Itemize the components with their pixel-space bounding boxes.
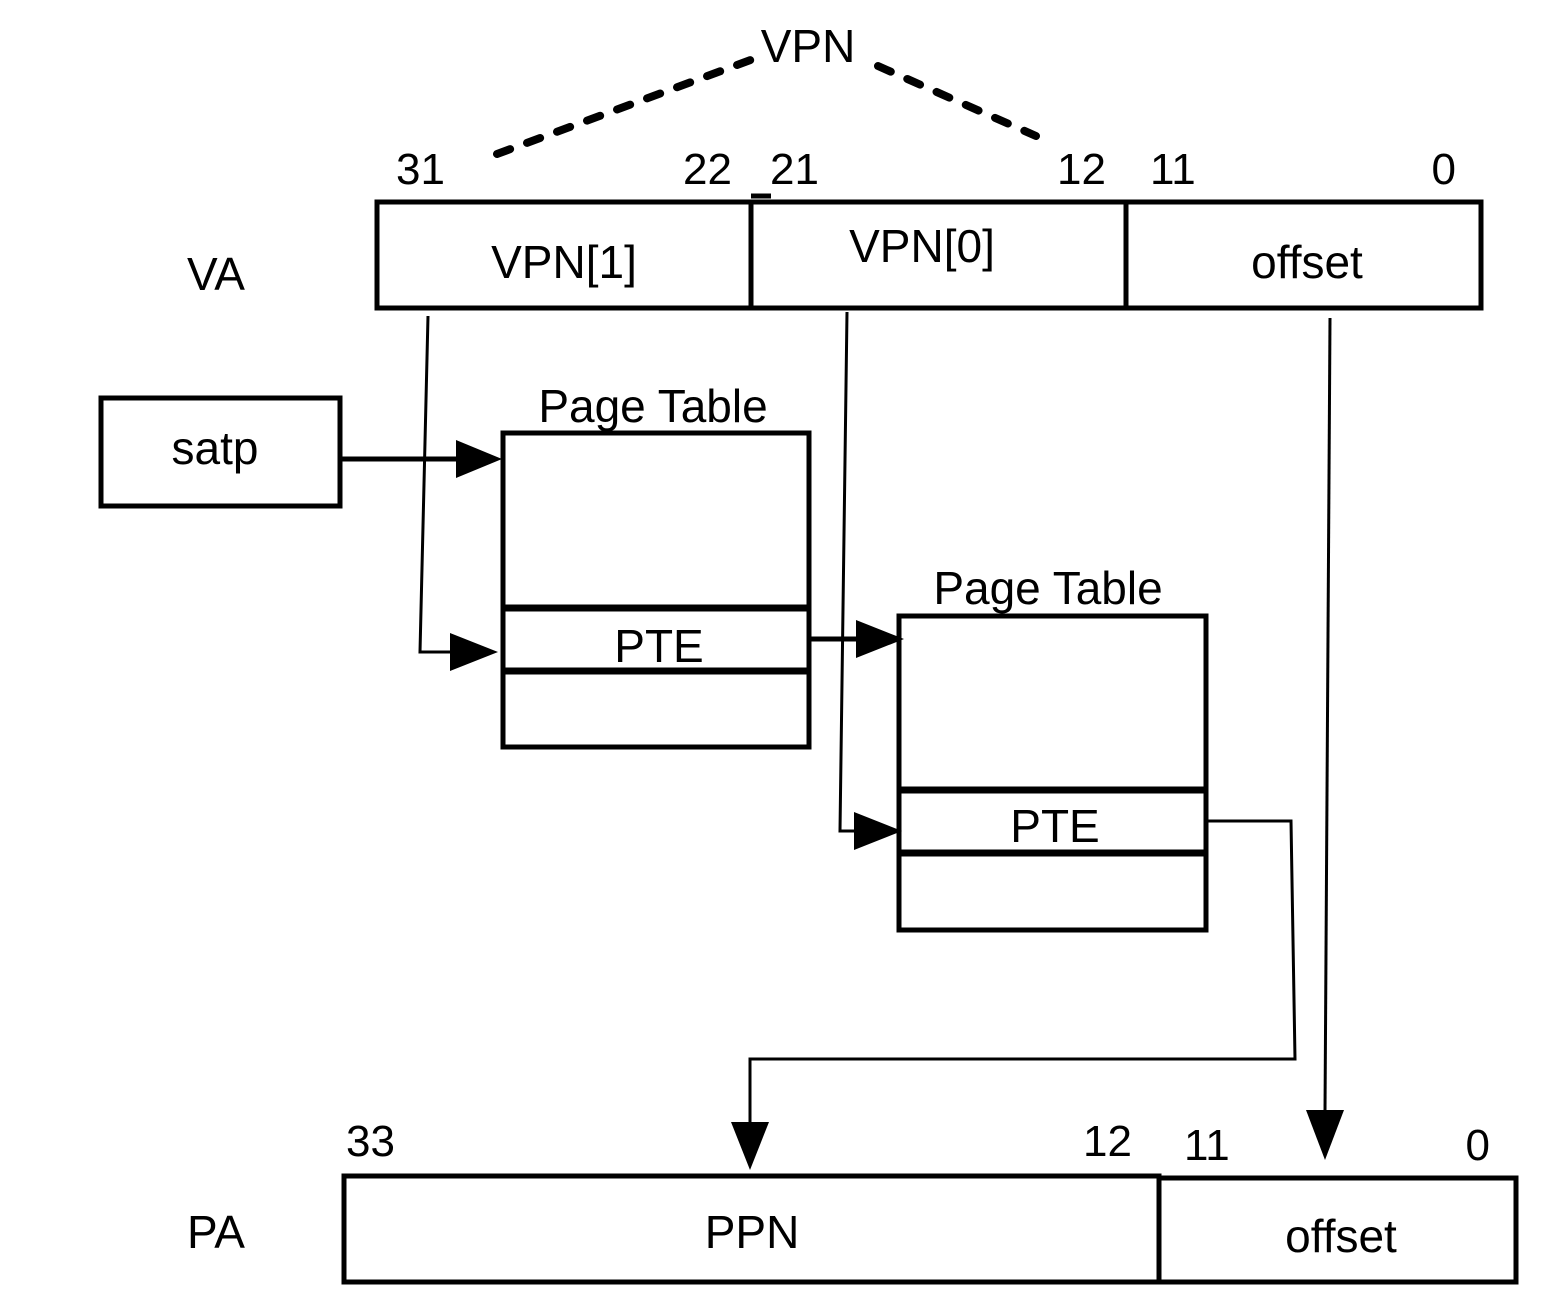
va-bit-31: 31 [396, 145, 445, 194]
pa-label: PA [187, 1206, 245, 1258]
pa-ppn-label: PPN [705, 1206, 800, 1258]
page-table-1-pte-label: PTE [614, 620, 703, 672]
vpn-label: VPN [761, 20, 856, 72]
va-vpn1-label: VPN[1] [491, 236, 637, 288]
satp-label: satp [172, 422, 259, 474]
va-bit-11: 11 [1150, 145, 1196, 194]
va-bit-22: 22 [683, 145, 732, 194]
offset-passthrough-arrow [1306, 317, 1344, 1160]
page-table-2-pte-label: PTE [1010, 800, 1099, 852]
pa-register [341, 1173, 1519, 1285]
va-offset-label: offset [1251, 236, 1363, 288]
pa-bit-11: 11 [1184, 1121, 1230, 1170]
page-table-2 [896, 613, 1209, 933]
pte-to-page-table-arrow [809, 620, 904, 658]
vpn0-index-arrow [838, 311, 902, 850]
vpn-bracket [493, 54, 1040, 158]
va-field-vpn0 [748, 199, 1129, 311]
page-table-1-title: Page Table [538, 380, 767, 432]
va-bit-0: 0 [1432, 145, 1456, 194]
satp-to-page-table-arrow [340, 440, 502, 478]
pa-bit-12: 12 [1083, 1117, 1132, 1166]
va-vpn0-label: VPN[0] [849, 220, 995, 272]
va-register [374, 199, 1484, 311]
page-table-1-frame [500, 430, 812, 750]
va-label: VA [187, 248, 245, 300]
pa-field-ppn [341, 1173, 1162, 1285]
pa-bit-33: 33 [346, 1117, 395, 1166]
page-table-2-title: Page Table [933, 562, 1162, 614]
pa-bit-0: 0 [1466, 1121, 1490, 1170]
va-bit-21: 21 [770, 145, 819, 194]
pa-offset-label: offset [1285, 1210, 1397, 1262]
page-table-2-frame [896, 613, 1209, 933]
va-bit-12: 12 [1057, 145, 1106, 194]
va-field-offset [1123, 199, 1484, 311]
page-table-1 [500, 430, 812, 750]
pte-to-ppn-arrow [731, 819, 1297, 1170]
pa-field-offset [1156, 1175, 1519, 1285]
satp-register [98, 395, 343, 509]
vpn1-index-arrow [418, 315, 498, 671]
